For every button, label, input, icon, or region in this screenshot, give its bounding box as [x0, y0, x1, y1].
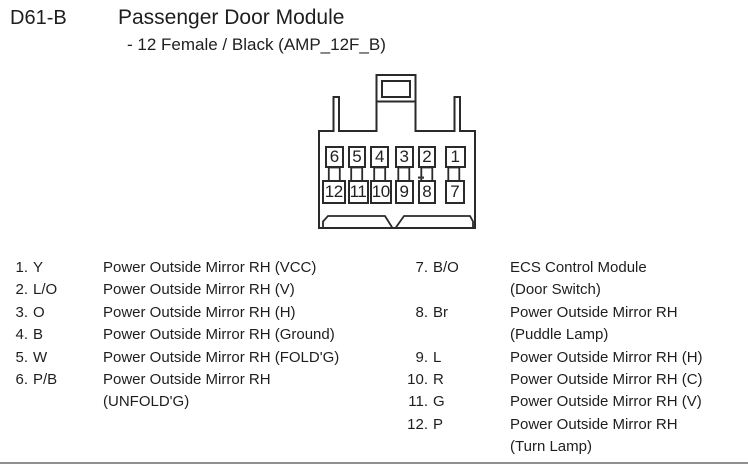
page-title: Passenger Door Module [118, 6, 345, 29]
connector-pin-10: 10 [370, 180, 392, 204]
pin-description: Power Outside Mirror RH (H) [510, 348, 703, 366]
pin-description: Power Outside Mirror RH (Puddle Lamp) [510, 303, 678, 344]
pin-number: 6. [15, 371, 28, 389]
pin-entry-4: 4. B Power Outside Mirror RH (Ground) [0, 324, 392, 346]
pin-entry-11: 11. G Power Outside Mirror RH (V) [394, 391, 748, 413]
pin-description: Power Outside Mirror RH (V) [510, 393, 702, 411]
pin-entry-3: 3. O Power Outside Mirror RH (H) [0, 302, 392, 324]
wire-color-code: W [33, 348, 48, 366]
connector-id: D61-B [10, 7, 67, 29]
connector-pin-12: 12 [322, 180, 346, 204]
wire-color-code: P/B [33, 371, 58, 389]
pin-number: 7. [415, 259, 428, 276]
bottom-rail [322, 215, 474, 229]
pin-description: Power Outside Mirror RH (UNFOLD'G) [103, 371, 271, 411]
pin-description: Power Outside Mirror RH (C) [510, 371, 703, 389]
pin-entry-7: 7. B/O ECS Control Module (Door Switch) [394, 257, 748, 302]
connector-pin-9: 9 [394, 180, 414, 204]
pin-entry-12: 12. P Power Outside Mirror RH (Turn Lamp… [394, 414, 748, 459]
pin-number: 10. [407, 371, 428, 389]
pin-entry-1: 1. Y Power Outside Mirror RH (VCC) [0, 257, 392, 279]
pin-entry-8: 8. Br Power Outside Mirror RH (Puddle La… [394, 302, 748, 347]
pin-number: 8. [415, 303, 428, 321]
connector-pin-5: 5 [347, 146, 366, 168]
wire-color-code: O [33, 303, 45, 321]
pin-description: Power Outside Mirror RH (V) [103, 281, 295, 299]
connector-pin-6: 6 [325, 146, 344, 168]
pin-entry-10: 10. R Power Outside Mirror RH (C) [394, 369, 748, 391]
pin-entry-5: 5. W Power Outside Mirror RH (FOLD'G) [0, 347, 392, 369]
pin-description: Power Outside Mirror RH (Turn Lamp) [510, 415, 678, 456]
pin-number: 11. [408, 393, 428, 411]
index-mark [418, 176, 424, 179]
wire-color-code: R [433, 371, 444, 389]
wire-color-code: L/O [33, 281, 58, 299]
wire-color-code: Y [33, 259, 44, 276]
pin-number: 1. [15, 259, 28, 276]
wire-color-code: Br [433, 303, 448, 321]
pin-number: 5. [15, 348, 28, 366]
pin-description: Power Outside Mirror RH (H) [103, 303, 296, 321]
connector-pin-1: 1 [444, 146, 466, 168]
pin-number: 9. [415, 348, 428, 366]
wire-color-code: B/O [433, 259, 459, 276]
pin-entry-2: 2. L/O Power Outside Mirror RH (V) [0, 279, 392, 301]
pin-number: 12. [407, 415, 428, 433]
pin-list-right: 7. B/O ECS Control Module (Door Switch) … [394, 257, 748, 459]
wire-color-code: L [433, 348, 442, 366]
pin-number: 4. [15, 326, 28, 344]
connector-pin-8: 8 [417, 180, 436, 204]
connector-pin-3: 3 [394, 146, 414, 168]
wire-color-code: P [433, 415, 444, 433]
connector-diagram: 6 5 4 3 2 1 12 11 10 9 8 7 [318, 74, 476, 229]
pin-description: Power Outside Mirror RH (Ground) [103, 326, 335, 344]
pin-description: ECS Control Module (Door Switch) [510, 259, 647, 299]
wire-color-code: G [433, 393, 445, 411]
pin-number: 3. [15, 303, 28, 321]
pin-entry-9: 9. L Power Outside Mirror RH (H) [394, 347, 748, 369]
pin-description: Power Outside Mirror RH (FOLD'G) [103, 348, 340, 366]
connector-pin-7: 7 [444, 180, 465, 204]
wire-color-code: B [33, 326, 44, 344]
pin-number: 2. [15, 281, 28, 299]
pin-description: Power Outside Mirror RH (VCC) [103, 259, 317, 276]
pin-list-left: 1. Y Power Outside Mirror RH (VCC) 2. L/… [0, 257, 392, 414]
connector-pin-4: 4 [370, 146, 389, 168]
connector-pin-11: 11 [347, 180, 369, 204]
page-subtitle: - 12 Female / Black (AMP_12F_B) [127, 35, 386, 54]
latch-window [381, 80, 411, 98]
bottom-divider [0, 462, 748, 464]
pin-entry-6: 6. P/B Power Outside Mirror RH (UNFOLD'G… [0, 369, 392, 414]
connector-pin-2: 2 [417, 146, 436, 168]
